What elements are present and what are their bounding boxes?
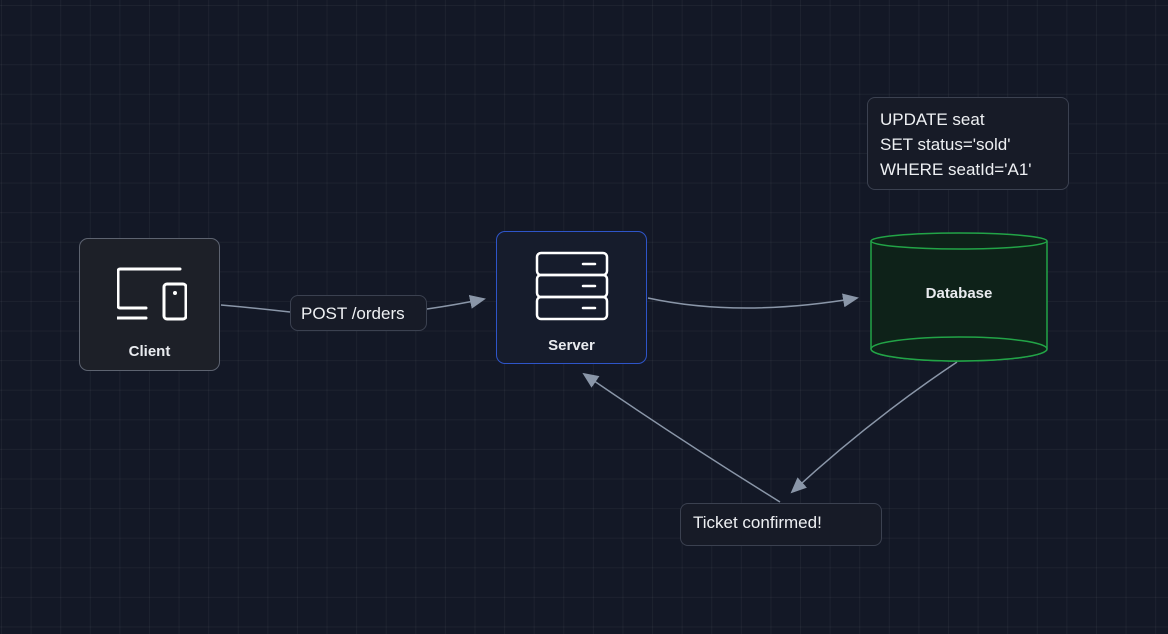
database-cylinder [870, 232, 1048, 362]
sql-line: SET status='sold' [880, 135, 1011, 154]
edge-client-server-tail[interactable] [426, 294, 486, 310]
server-icon [535, 251, 609, 321]
sql-note[interactable]: UPDATE seat SET status='sold' WHERE seat… [867, 97, 1069, 190]
edge-server-database[interactable] [647, 293, 859, 309]
sql-line: WHERE seatId='A1' [880, 160, 1032, 179]
sql-line: UPDATE seat [880, 110, 985, 129]
database-label: Database [925, 285, 993, 302]
client-node[interactable]: Client [79, 238, 220, 371]
post-orders-label[interactable]: POST /orders [290, 295, 427, 331]
server-node[interactable]: Server [496, 231, 647, 364]
ticket-confirmed-note[interactable]: Ticket confirmed! [680, 503, 882, 546]
edge-database-ticket[interactable] [790, 361, 958, 494]
client-label: Client [128, 343, 171, 360]
devices-icon [117, 267, 187, 321]
database-node[interactable]: Database [868, 228, 1050, 364]
edge-client-server[interactable] [220, 304, 291, 313]
server-label: Server [548, 337, 595, 354]
edge-ticket-server[interactable] [582, 372, 781, 503]
